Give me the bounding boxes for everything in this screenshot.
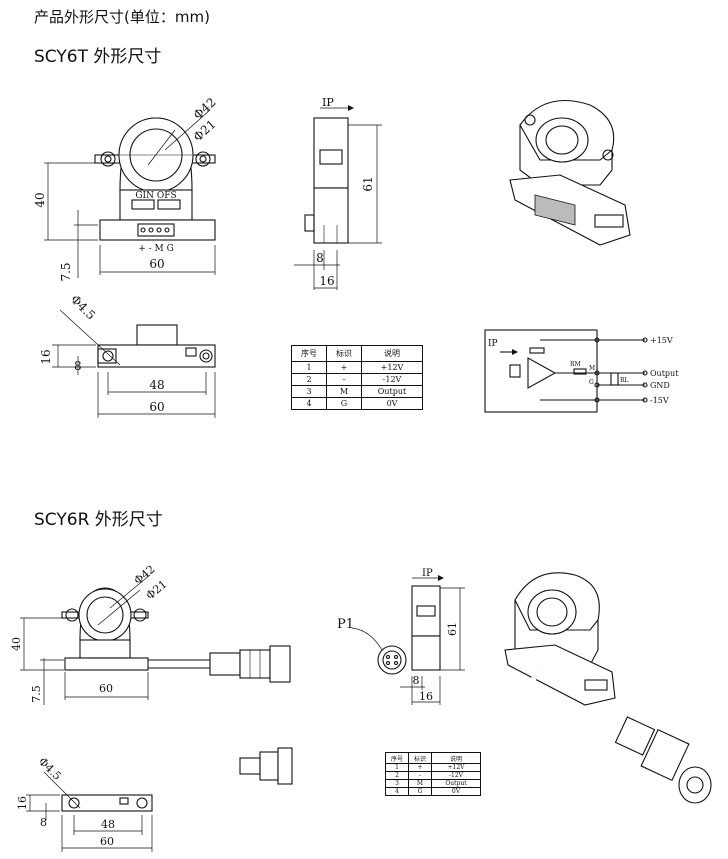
scy6r-bottom-w2: 60 bbox=[100, 835, 114, 848]
table-cell: - bbox=[326, 373, 362, 386]
scy6r-side-w2: 16 bbox=[419, 690, 433, 703]
table-cell: 3 bbox=[385, 779, 409, 788]
table-cell: 3 bbox=[291, 385, 327, 398]
table-cell: Output bbox=[431, 779, 481, 788]
scy6t-bottom-w1: 48 bbox=[149, 378, 164, 392]
scy6t-side-w1: 8 bbox=[316, 251, 324, 265]
scy6t-circuit-g: G bbox=[589, 379, 594, 386]
table-row: 3 M Output bbox=[291, 385, 423, 398]
table-cell: 1 bbox=[291, 361, 327, 374]
scy6r-width: 60 bbox=[99, 682, 113, 695]
table-header: 标识 bbox=[408, 752, 432, 764]
scy6t-circuit-rl: RL bbox=[620, 377, 629, 384]
table-row: 1 + +12V bbox=[291, 361, 423, 374]
scy6r-p1-label: P1 bbox=[337, 617, 354, 632]
table-cell: 0V bbox=[431, 787, 481, 796]
table-cell: G bbox=[326, 397, 362, 410]
scy6t-bottom-w2: 60 bbox=[149, 400, 164, 414]
scy6t-ip-label: IP bbox=[322, 96, 334, 109]
scy6t-side-height: 61 bbox=[361, 176, 375, 191]
scy6r-bottom-view bbox=[26, 747, 293, 852]
scy6r-side-w1: 8 bbox=[413, 674, 420, 687]
scy6t-circuit-gnd: GND bbox=[650, 381, 670, 390]
scy6t-pin-table: 序号 标识 说明 1 + +12V 2 - -12V 3 M Output 4 … bbox=[291, 345, 423, 410]
scy6t-gin-ofs-label: GIN OFS bbox=[135, 191, 176, 201]
scy6t-bottom-h1: 16 bbox=[39, 349, 53, 364]
scy6r-side-view bbox=[351, 575, 465, 705]
table-row: 3 M Output bbox=[385, 779, 481, 788]
table-cell: +12V bbox=[361, 361, 423, 374]
scy6t-bottom-hole: Φ4.5 bbox=[68, 292, 98, 322]
scy6r-pin-table: 序号 标识 说明 1 + +12V 2 - -12V 3 M Output 4 … bbox=[385, 752, 481, 796]
table-header: 序号 bbox=[291, 345, 327, 362]
table-header: 说明 bbox=[361, 345, 423, 362]
table-cell: M bbox=[408, 779, 432, 788]
scy6r-bottom-w1: 48 bbox=[101, 818, 115, 831]
scy6t-side-w2: 16 bbox=[319, 274, 334, 288]
section-title-scy6r: SCY6R 外形尺寸 bbox=[34, 510, 163, 530]
table-cell: +12V bbox=[431, 763, 481, 772]
scy6t-circuit-output: Output bbox=[650, 369, 679, 378]
scy6t-circuit-m: M bbox=[589, 365, 595, 372]
table-cell: M bbox=[326, 385, 362, 398]
page-header: 产品外形尺寸(单位：mm) bbox=[34, 8, 210, 26]
scy6t-circuit-minus15: -15V bbox=[650, 396, 669, 405]
scy6t-bottom-h2: 8 bbox=[74, 359, 82, 373]
table-cell: 4 bbox=[291, 397, 327, 410]
scy6t-base: 7.5 bbox=[59, 262, 73, 281]
scy6r-side-height: 61 bbox=[446, 622, 459, 636]
scy6r-front-view bbox=[20, 574, 291, 705]
section-title-scy6t: SCY6T 外形尺寸 bbox=[34, 47, 162, 67]
scy6t-bottom-view bbox=[52, 309, 216, 418]
table-cell: G bbox=[408, 787, 432, 796]
scy6t-height: 40 bbox=[33, 192, 47, 207]
scy6t-dia-inner: Φ21 bbox=[191, 117, 219, 144]
table-cell: + bbox=[408, 763, 432, 772]
scy6r-bottom-h1: 16 bbox=[16, 796, 29, 810]
scy6t-circuit-plus15: +15V bbox=[650, 336, 673, 345]
scy6t-circuit-ip: IP bbox=[488, 339, 498, 349]
scy6r-dia-inner: Φ21 bbox=[144, 578, 170, 603]
table-header: 标识 bbox=[326, 345, 362, 362]
table-row: 1 + +12V bbox=[385, 763, 481, 772]
scy6r-height: 40 bbox=[10, 637, 23, 651]
table-header: 序号 bbox=[385, 752, 409, 764]
scy6r-3d-view bbox=[504, 572, 712, 804]
scy6t-dia-outer: Φ42 bbox=[191, 95, 219, 122]
scy6r-base: 7.5 bbox=[30, 685, 43, 703]
table-cell: 4 bbox=[385, 787, 409, 796]
scy6r-ip-label: IP bbox=[422, 568, 433, 579]
table-cell: -12V bbox=[361, 373, 423, 386]
table-header: 说明 bbox=[431, 752, 481, 764]
table-cell: -12V bbox=[431, 771, 481, 780]
scy6t-pin-labels: + - M G bbox=[138, 244, 174, 254]
scy6t-width: 60 bbox=[149, 257, 164, 271]
table-row: 2 - -12V bbox=[291, 373, 423, 386]
scy6t-3d-view bbox=[509, 99, 631, 246]
table-row: 4 G 0V bbox=[385, 787, 481, 796]
scy6r-bottom-hole: Φ4.5 bbox=[36, 755, 64, 783]
table-row: 4 G 0V bbox=[291, 397, 423, 410]
table-cell: 1 bbox=[385, 763, 409, 772]
table-cell: 0V bbox=[361, 397, 423, 410]
table-row: 2 - -12V bbox=[385, 771, 481, 780]
table-cell: 2 bbox=[385, 771, 409, 780]
scy6t-circuit bbox=[484, 329, 648, 413]
scy6t-front-view bbox=[44, 109, 216, 278]
table-cell: 2 bbox=[291, 373, 327, 386]
table-cell: + bbox=[326, 361, 362, 374]
scy6t-circuit-rm: RM bbox=[570, 361, 581, 368]
table-cell: - bbox=[408, 771, 432, 780]
scy6r-bottom-h2: 8 bbox=[40, 816, 47, 829]
scy6t-side-view bbox=[294, 105, 382, 290]
table-cell: Output bbox=[361, 385, 423, 398]
